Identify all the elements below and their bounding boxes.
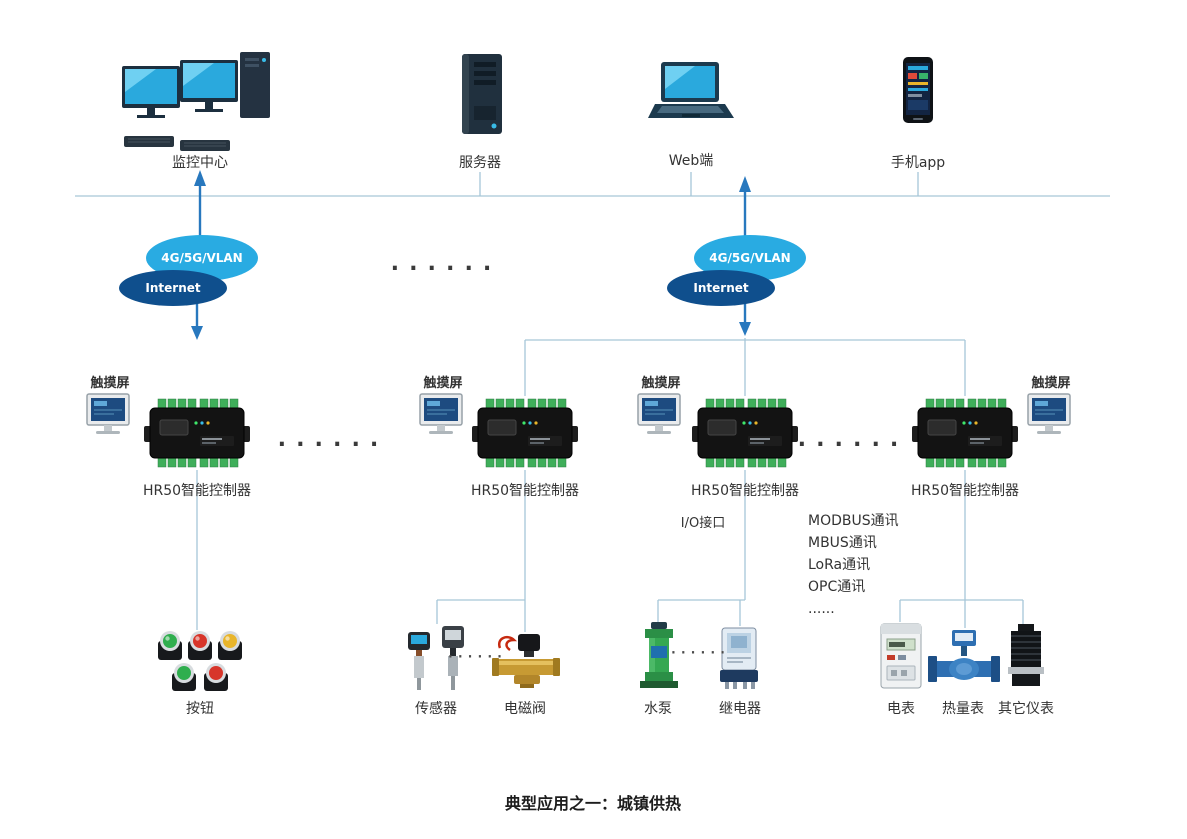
solenoid-valve-label: 电磁阀 [504, 701, 546, 717]
protocol-ellipsis: ...... [808, 601, 835, 617]
protocol-lora: LoRa通讯 [808, 557, 871, 573]
touch-screen-icon-4 [1026, 392, 1072, 442]
hr50-controller-icon-2 [470, 396, 580, 474]
hr50-controller-label-4: HR50智能控制器 [910, 483, 1020, 499]
touch-screen-label-1: 触摸屏 [90, 376, 130, 391]
protocol-mbus: MBUS通讯 [808, 535, 877, 551]
ellipsis-top: ...... [387, 248, 499, 276]
relay-label: 继电器 [719, 701, 761, 717]
protocol-list: MODBUS通讯 MBUS通讯 LoRa通讯 OPC通讯 ...... [808, 510, 899, 620]
server-icon [456, 52, 508, 144]
hr50-controller-label-1: HR50智能控制器 [142, 483, 252, 499]
ellipsis-sensor-valve: ...... [446, 646, 506, 662]
ellipsis-controllers-left: ...... [274, 424, 386, 452]
touch-screen-label-4: 触摸屏 [1031, 376, 1071, 391]
sensor-label: 传感器 [415, 701, 457, 717]
phone-icon [900, 56, 936, 130]
hr50-controller-icon-3 [690, 396, 800, 474]
other-instrument-label: 其它仪表 [998, 701, 1054, 717]
hr50-controller-label-3: HR50智能控制器 [690, 483, 800, 499]
other-instrument-icon [1002, 624, 1050, 694]
server-label: 服务器 [459, 155, 501, 171]
protocol-modbus: MODBUS通讯 [808, 513, 899, 529]
heat-meter-icon [927, 628, 1001, 694]
relay-icon [717, 626, 763, 694]
water-pump-label: 水泵 [644, 701, 672, 717]
touch-screen-icon-1 [85, 392, 131, 442]
diagram-caption: 典型应用之一：城镇供热 [504, 794, 682, 813]
hr50-controller-icon-4 [910, 396, 1020, 474]
electric-meter-icon [877, 622, 925, 698]
monitoring-center-icon [122, 48, 282, 157]
touch-screen-label-2: 触摸屏 [423, 376, 463, 391]
ellipsis-controllers-right: ...... [794, 424, 906, 452]
ellipsis-pump-relay: ...... [669, 642, 729, 658]
cloud-internet-left: Internet [119, 270, 227, 306]
touch-screen-icon-3 [636, 392, 682, 442]
laptop-icon [648, 62, 734, 128]
sensor-icon [406, 624, 468, 698]
touch-screen-icon-2 [418, 392, 464, 442]
solenoid-valve-icon [492, 632, 560, 694]
io-port-label: I/O接口 [680, 516, 726, 531]
touch-screen-label-3: 触摸屏 [641, 376, 681, 391]
mobile-app-label: 手机app [890, 155, 946, 171]
hr50-controller-icon-1 [142, 396, 252, 474]
cloud-internet-right: Internet [667, 270, 775, 306]
hr50-controller-label-2: HR50智能控制器 [470, 483, 580, 499]
web-label: Web端 [668, 153, 714, 169]
heat-meter-label: 热量表 [942, 701, 984, 717]
protocol-opc: OPC通讯 [808, 579, 866, 595]
buttons-label: 按钮 [186, 701, 214, 717]
monitoring-center-label: 监控中心 [172, 155, 228, 171]
water-pump-icon [634, 622, 684, 696]
push-buttons-icon [152, 630, 248, 696]
electric-meter-label: 电表 [887, 701, 915, 717]
